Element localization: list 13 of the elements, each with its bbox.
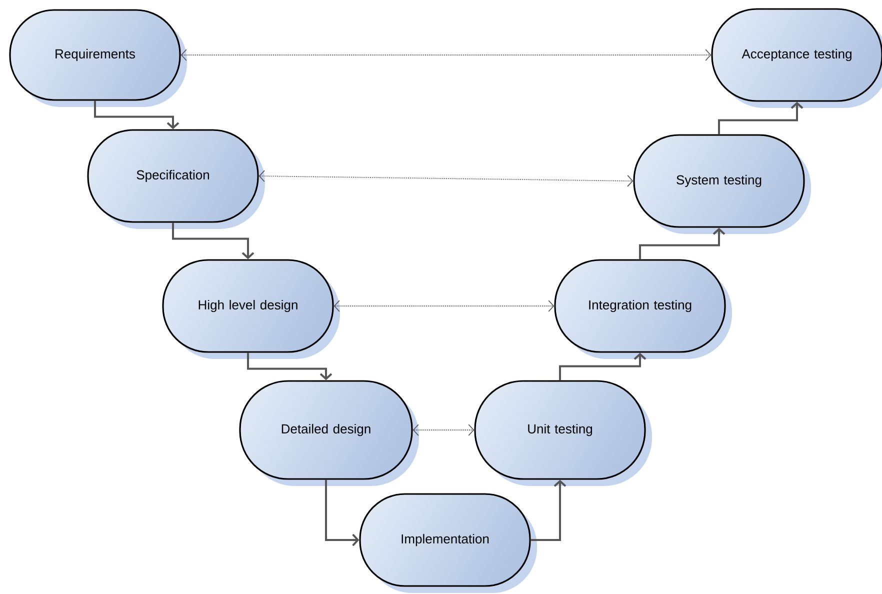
arrow (718, 102, 804, 134)
arrow (559, 352, 646, 380)
arrow (530, 480, 566, 541)
arrow (334, 300, 554, 312)
arrow (412, 424, 474, 436)
arrow (258, 170, 634, 187)
arrow (94, 100, 180, 130)
arrow (639, 228, 726, 260)
arrow (180, 49, 712, 61)
arrow (325, 480, 360, 546)
process-box: Acceptance testing (711, 8, 882, 108)
arrow (172, 222, 254, 260)
arrow (247, 352, 332, 380)
